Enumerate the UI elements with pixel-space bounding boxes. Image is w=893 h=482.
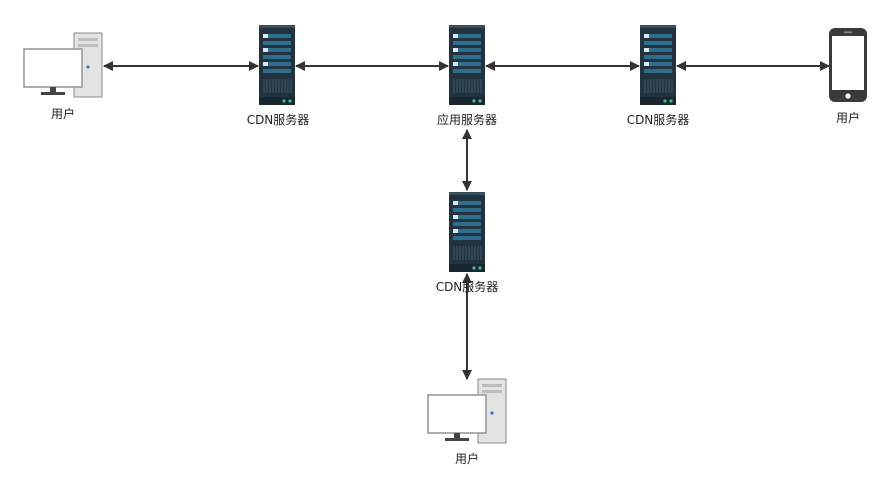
server-icon (448, 24, 486, 106)
node-cdn-left[interactable]: CDN服务器 (247, 24, 310, 127)
node-label: CDN服务器 (247, 112, 310, 127)
server-icon (639, 24, 677, 106)
node-cdn-right[interactable]: CDN服务器 (627, 24, 690, 127)
node-label: 用户 (455, 451, 479, 466)
node-user-bottom[interactable]: 用户 (427, 378, 507, 466)
server-icon (258, 24, 296, 106)
node-user-left[interactable]: 用户 (23, 32, 103, 121)
node-label: 用户 (51, 106, 75, 121)
node-user-phone[interactable]: 用户 (829, 28, 867, 125)
desktop-computer-icon (427, 378, 507, 444)
smartphone-icon (829, 28, 867, 102)
server-icon (448, 191, 486, 273)
node-label: 用户 (836, 110, 860, 125)
node-app-server[interactable]: 应用服务器 (437, 24, 497, 127)
node-label: CDN服务器 (436, 279, 499, 294)
node-label: 应用服务器 (437, 112, 497, 127)
desktop-computer-icon (23, 32, 103, 98)
node-cdn-bottom[interactable]: CDN服务器 (436, 191, 499, 294)
node-label: CDN服务器 (627, 112, 690, 127)
